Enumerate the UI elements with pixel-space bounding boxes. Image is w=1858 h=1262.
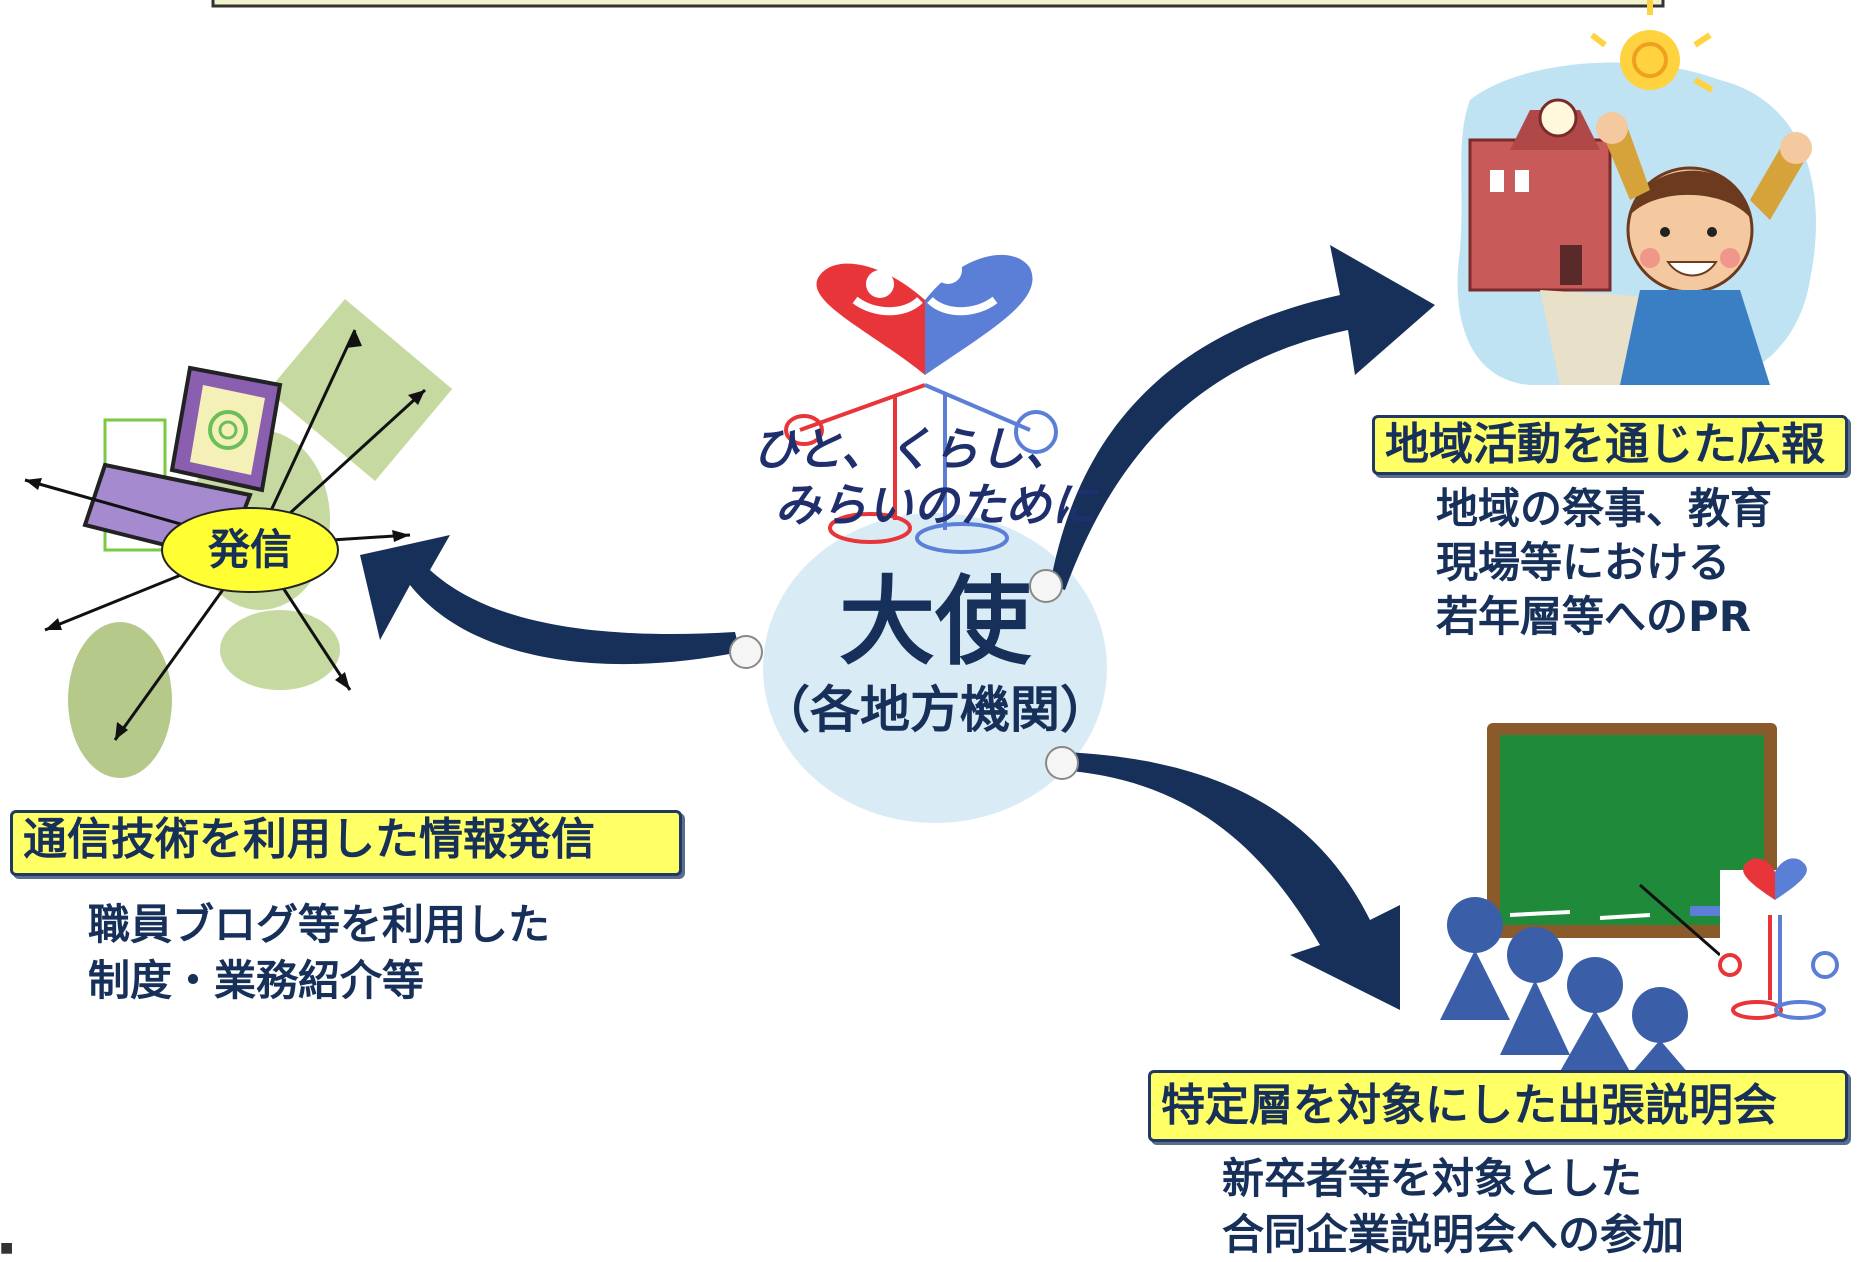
top-banner-box — [211, 0, 1665, 8]
arrow-to-top-right — [1050, 245, 1435, 590]
left-label-box: 通信技術を利用した情報発信 — [10, 810, 682, 876]
arrow-to-left — [360, 535, 740, 665]
hasshin-badge — [161, 507, 339, 593]
joint-ball-left — [729, 635, 763, 669]
hasshin-badge-label: 発信 — [207, 525, 292, 574]
top-right-label-box: 地域活動を通じた広報 — [1372, 415, 1848, 475]
bottom-right-label-box: 特定層を対象にした出張説明会 — [1148, 1070, 1848, 1142]
top-right-desc-line3: 若年層等へのPR — [1436, 592, 1752, 641]
school-child-illustration — [1457, 0, 1816, 385]
logo-slogan-line1: ひと、くらし、 — [752, 422, 1071, 476]
laptop-broadcast-illustration — [24, 299, 453, 778]
left-desc-line1: 職員ブログ等を利用した — [88, 900, 551, 949]
bottom-right-desc-line2: 合同企業説明会への参加 — [1222, 1210, 1685, 1259]
top-right-desc-line2: 現場等における — [1436, 538, 1731, 587]
mascot-logo — [784, 254, 1058, 554]
hub-subtitle: （各地方機関） — [760, 681, 1110, 739]
top-right-desc-line1: 地域の祭事、教育 — [1436, 484, 1773, 533]
hub-title: 大使 — [839, 566, 1031, 678]
left-desc-line2: 制度・業務紹介等 — [88, 956, 425, 1005]
logo-slogan-line2: みらいのために — [775, 478, 1097, 532]
corner-mark: ■ — [0, 1240, 14, 1256]
bottom-right-desc-line1: 新卒者等を対象とした — [1222, 1154, 1643, 1203]
seminar-illustration — [1440, 723, 1858, 1075]
hub-ellipse — [763, 513, 1107, 823]
arrow-to-bottom-right — [1060, 752, 1400, 1010]
joint-ball-bottom-right — [1045, 746, 1079, 780]
joint-ball-top-right — [1029, 569, 1063, 603]
